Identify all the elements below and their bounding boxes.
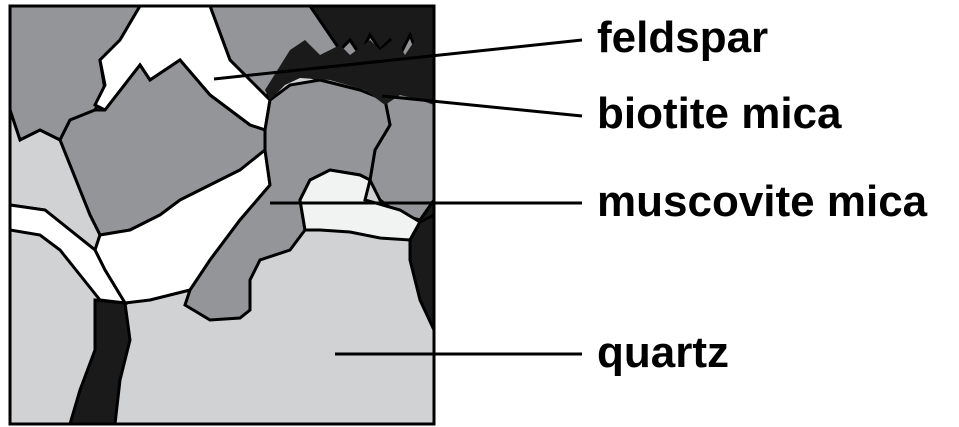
biotite-mica-label: biotite mica [597, 89, 842, 138]
rock-sample [10, 6, 434, 424]
quartz-label: quartz [597, 328, 729, 377]
muscovite-mica-label: muscovite mica [597, 177, 928, 226]
feldspar-label: feldspar [597, 13, 768, 62]
